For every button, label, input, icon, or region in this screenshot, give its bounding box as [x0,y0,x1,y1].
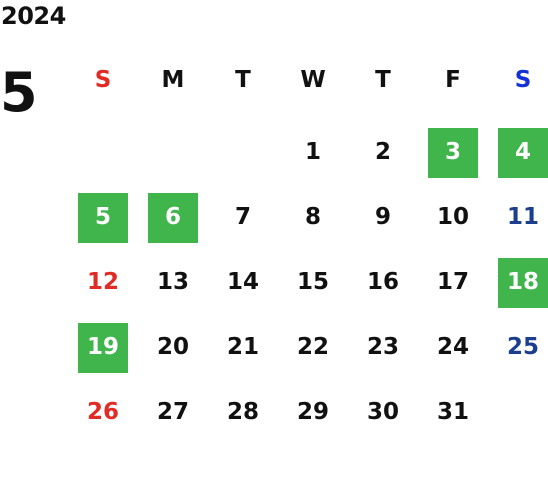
day-number: 9 [374,204,391,230]
day-cell: 31 [418,380,488,445]
day-number: 29 [296,399,329,425]
day-number: 28 [226,399,259,425]
day-number: 2 [374,139,391,165]
day-cell: 16 [348,250,418,315]
weekday-monday: M [161,67,185,93]
empty-day-cell [68,120,138,185]
day-cell: 21 [208,315,278,380]
year-label: 2024 [1,2,66,30]
weekday-tuesday: T [235,67,251,93]
day-cell: 11 [488,185,548,250]
day-number: 11 [506,204,539,230]
day-number: 1 [304,139,321,165]
weekday-friday: F [445,67,461,93]
day-cell: 5 [68,185,138,250]
day-cell: 26 [68,380,138,445]
day-number: 20 [156,334,189,360]
day-number: 4 [498,127,548,178]
day-cell: 30 [348,380,418,445]
day-cell: 25 [488,315,548,380]
day-number: 6 [148,192,198,243]
day-cell: 22 [278,315,348,380]
day-cell: 1 [278,120,348,185]
day-cell: 14 [208,250,278,315]
weekday-header-row: S M T W T F S [68,62,548,98]
day-number: 3 [428,127,478,178]
day-cell: 28 [208,380,278,445]
day-cell: 27 [138,380,208,445]
day-cell: 9 [348,185,418,250]
day-cell: 7 [208,185,278,250]
day-cell: 4 [488,120,548,185]
day-cell: 12 [68,250,138,315]
day-number: 22 [296,334,329,360]
day-number: 10 [436,204,469,230]
day-number: 26 [86,399,119,425]
day-cell: 13 [138,250,208,315]
day-cell: 23 [348,315,418,380]
day-number: 7 [234,204,251,230]
weekday-wednesday: W [300,67,326,93]
day-number: 27 [156,399,189,425]
day-cell: 10 [418,185,488,250]
day-number: 21 [226,334,259,360]
day-number: 5 [78,192,128,243]
empty-day-number [148,128,198,178]
day-cell: 3 [418,120,488,185]
weekday-thursday: T [375,67,391,93]
day-number: 8 [304,204,321,230]
empty-day-number [218,128,268,178]
day-cell: 17 [418,250,488,315]
day-number: 13 [156,269,189,295]
day-number: 19 [78,322,128,373]
day-cell: 24 [418,315,488,380]
empty-day-cell [208,120,278,185]
day-cell: 2 [348,120,418,185]
day-cell: 19 [68,315,138,380]
day-number: 12 [86,269,119,295]
day-cell: 20 [138,315,208,380]
day-number: 14 [226,269,259,295]
empty-day-number [78,128,128,178]
day-cell: 29 [278,380,348,445]
weekday-sunday: S [94,67,112,93]
day-number: 30 [366,399,399,425]
weekday-saturday: S [514,67,532,93]
day-number: 17 [436,269,469,295]
day-cell: 15 [278,250,348,315]
day-number: 31 [436,399,469,425]
day-cell: 18 [488,250,548,315]
empty-day-cell [138,120,208,185]
day-number: 25 [506,334,539,360]
day-number: 15 [296,269,329,295]
day-number: 24 [436,334,469,360]
day-number: 16 [366,269,399,295]
day-number: 23 [366,334,399,360]
day-number: 18 [498,257,548,308]
month-number: 5 [0,61,38,124]
day-cell: 8 [278,185,348,250]
day-cell: 6 [138,185,208,250]
